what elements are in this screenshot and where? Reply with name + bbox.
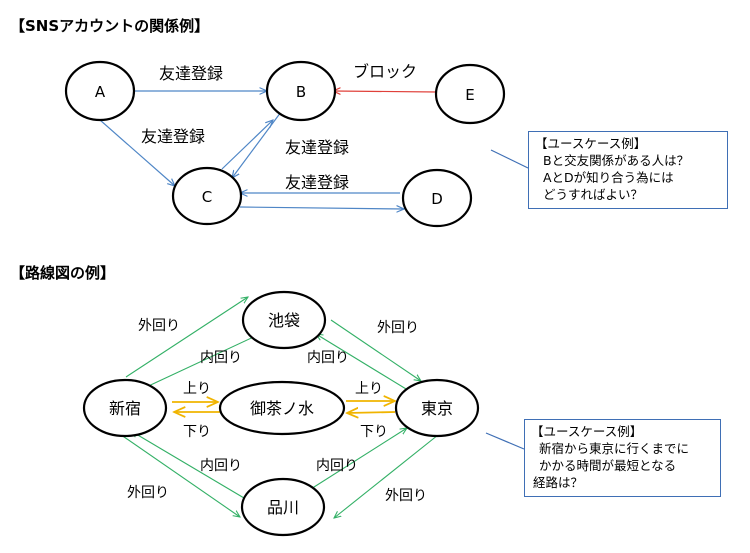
label-outer-se: 外回り — [385, 488, 427, 504]
callout-route-line-3: 経路は？ — [533, 475, 584, 490]
station-shinjuku — [82, 378, 168, 438]
arrow-tokyo-shinagawa — [334, 434, 439, 518]
callout-sns-line-1: Bと交友関係がある人は？ — [543, 153, 690, 168]
node-c-label: C — [202, 188, 212, 206]
label-inner-sw: 内回り — [200, 458, 242, 474]
node-d — [401, 168, 473, 228]
edge-label-a-b: 友達登録 — [159, 64, 223, 83]
station-tokyo — [394, 378, 480, 438]
station-ochanomizu-label: 御茶ノ水 — [250, 399, 314, 418]
arrow-shinjuku-shinagawa — [113, 429, 240, 517]
edge-label-a-c: 友達登録 — [141, 127, 205, 146]
callout-route-header: 【ユースケース例】 — [531, 424, 643, 439]
section2-title: 【路線図の例】 — [10, 264, 115, 282]
station-ikebukuro — [241, 290, 327, 350]
callout-sns-line-2: AとDが知り合う為には — [543, 170, 674, 185]
node-b-label: B — [296, 83, 306, 101]
node-c — [171, 166, 243, 226]
edge-label-c-d: 友達登録 — [285, 173, 349, 192]
callout2-pointer — [485, 432, 525, 450]
edge-label-e-b: ブロック — [353, 62, 417, 81]
edge-label-c-b: 友達登録 — [285, 138, 349, 157]
node-e — [434, 63, 506, 125]
station-tokyo-label: 東京 — [421, 399, 453, 418]
label-inner-nw: 内回り — [200, 350, 242, 366]
section1-title: 【SNSアカウントの関係例】 — [10, 17, 209, 35]
station-ikebukuro-label: 池袋 — [268, 311, 300, 330]
node-d-label: D — [431, 190, 443, 208]
label-outer-nw: 外回り — [138, 318, 180, 334]
arrow-down-tokyo-ochanomizu — [347, 412, 396, 413]
callout1-pointer — [490, 149, 529, 169]
arrow-ikebukuro-tokyo — [330, 319, 421, 381]
arrow-shinagawa-tokyo — [302, 428, 407, 495]
node-a-label: A — [95, 83, 106, 101]
node-e-label: E — [465, 86, 474, 104]
edge-b-c — [232, 111, 282, 178]
label-inner-se: 内回り — [316, 458, 358, 474]
arrow-shinjuku-ikebukuro — [125, 297, 248, 378]
station-shinagawa-label: 品川 — [267, 498, 299, 517]
arrow-shinagawa-shinjuku — [131, 431, 245, 499]
station-shinagawa — [240, 477, 326, 537]
callout-route-line-1: 新宿から東京に行くまでに — [539, 441, 690, 456]
usecase-callout-route: 【ユースケース例】 新宿から東京に行くまでに かかる時間が最短となる 経路は？ — [524, 419, 721, 497]
label-up-west: 上り — [183, 381, 211, 397]
arrow-ikebukuro-shinjuku — [142, 333, 261, 389]
label-down-east: 下り — [360, 424, 388, 440]
label-outer-ne: 外回り — [377, 320, 419, 336]
callout-route-line-2: かかる時間が最短となる — [539, 458, 677, 473]
arrow-tokyo-ikebukuro — [316, 334, 412, 393]
callout-sns-header: 【ユースケース例】 — [535, 136, 647, 151]
label-down-west: 下り — [183, 424, 211, 440]
edge-a-c — [99, 119, 175, 186]
label-inner-ne: 内回り — [307, 350, 349, 366]
label-up-east: 上り — [355, 381, 383, 397]
usecase-callout-sns: 【ユースケース例】 Bと交友関係がある人は？ AとDが知り合う為には どうすれば… — [528, 131, 728, 209]
station-ochanomizu — [218, 380, 346, 436]
station-shinjuku-label: 新宿 — [109, 399, 141, 418]
callout-sns-line-3: どうすればよい？ — [543, 187, 644, 202]
node-a — [64, 60, 136, 122]
node-b — [265, 60, 337, 122]
edge-c-b — [221, 120, 273, 170]
edge-c-d — [239, 207, 404, 209]
edge-e-b — [333, 91, 438, 92]
label-outer-sw: 外回り — [127, 485, 169, 501]
